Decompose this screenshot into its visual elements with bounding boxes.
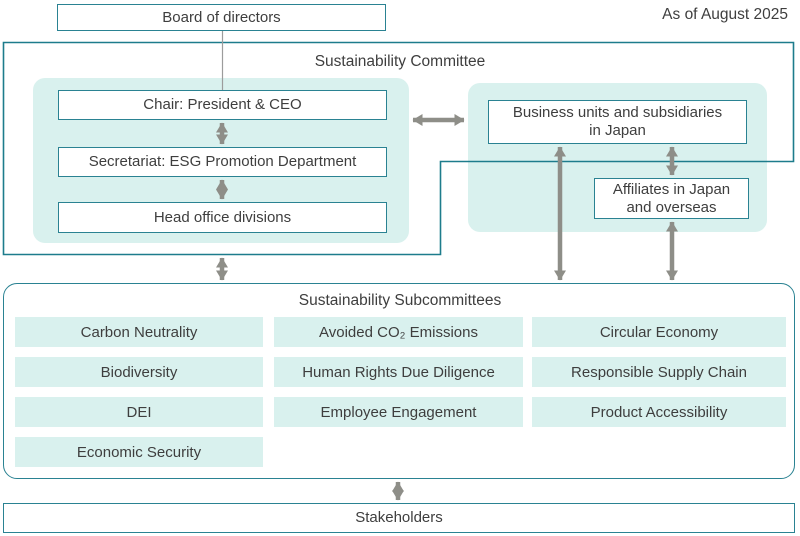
subcommittees-title: Sustainability Subcommittees: [298, 292, 502, 309]
subcommittee-item-biodiversity: Biodiversity: [15, 357, 263, 387]
subcommittee-item-carbon-neutrality: Carbon Neutrality: [15, 317, 263, 347]
subcommittee-item-economic-security: Economic Security: [15, 437, 263, 467]
stakeholders-label: Stakeholders: [355, 509, 443, 526]
head-office-label: Head office divisions: [153, 208, 292, 226]
subcommittee-item-human-rights-due-diligence: Human Rights Due Diligence: [274, 357, 523, 387]
business-units-line1: Business units and subsidiaries: [512, 104, 723, 121]
committee-title: Sustainability Committee: [314, 53, 486, 70]
subcommittee-item-dei: DEI: [15, 397, 263, 427]
chair-label: Chair: President & CEO: [143, 96, 302, 113]
chair-box: Chair: President & CEO: [58, 90, 387, 120]
board-of-directors-label: Board of directors: [162, 8, 281, 26]
subcommittee-item-responsible-supply-chain: Responsible Supply Chain: [532, 357, 786, 387]
business-units-box: Business units and subsidiaries in Japan: [488, 100, 747, 144]
affiliates-line1: Affiliates in Japan: [612, 180, 731, 198]
subcommittee-item-avoided-co2-emissions: Avoided CO₂ Emissions: [274, 317, 523, 347]
stakeholders-box: Stakeholders: [3, 503, 795, 533]
secretariat-label: Secretariat: ESG Promotion Department: [88, 153, 357, 170]
affiliates-line2: and overseas: [626, 198, 717, 216]
secretariat-box: Secretariat: ESG Promotion Department: [58, 147, 387, 177]
affiliates-box: Affiliates in Japan and overseas: [594, 178, 749, 219]
subcommittee-item-product-accessibility: Product Accessibility: [532, 397, 786, 427]
board-of-directors-box: Board of directors: [57, 4, 386, 31]
business-units-line2: in Japan: [589, 122, 646, 139]
subcommittee-item-employee-engagement: Employee Engagement: [274, 397, 523, 427]
subcommittee-item-circular-economy: Circular Economy: [532, 317, 786, 347]
as-of-date: As of August 2025: [662, 6, 788, 23]
head-office-box: Head office divisions: [58, 202, 387, 233]
